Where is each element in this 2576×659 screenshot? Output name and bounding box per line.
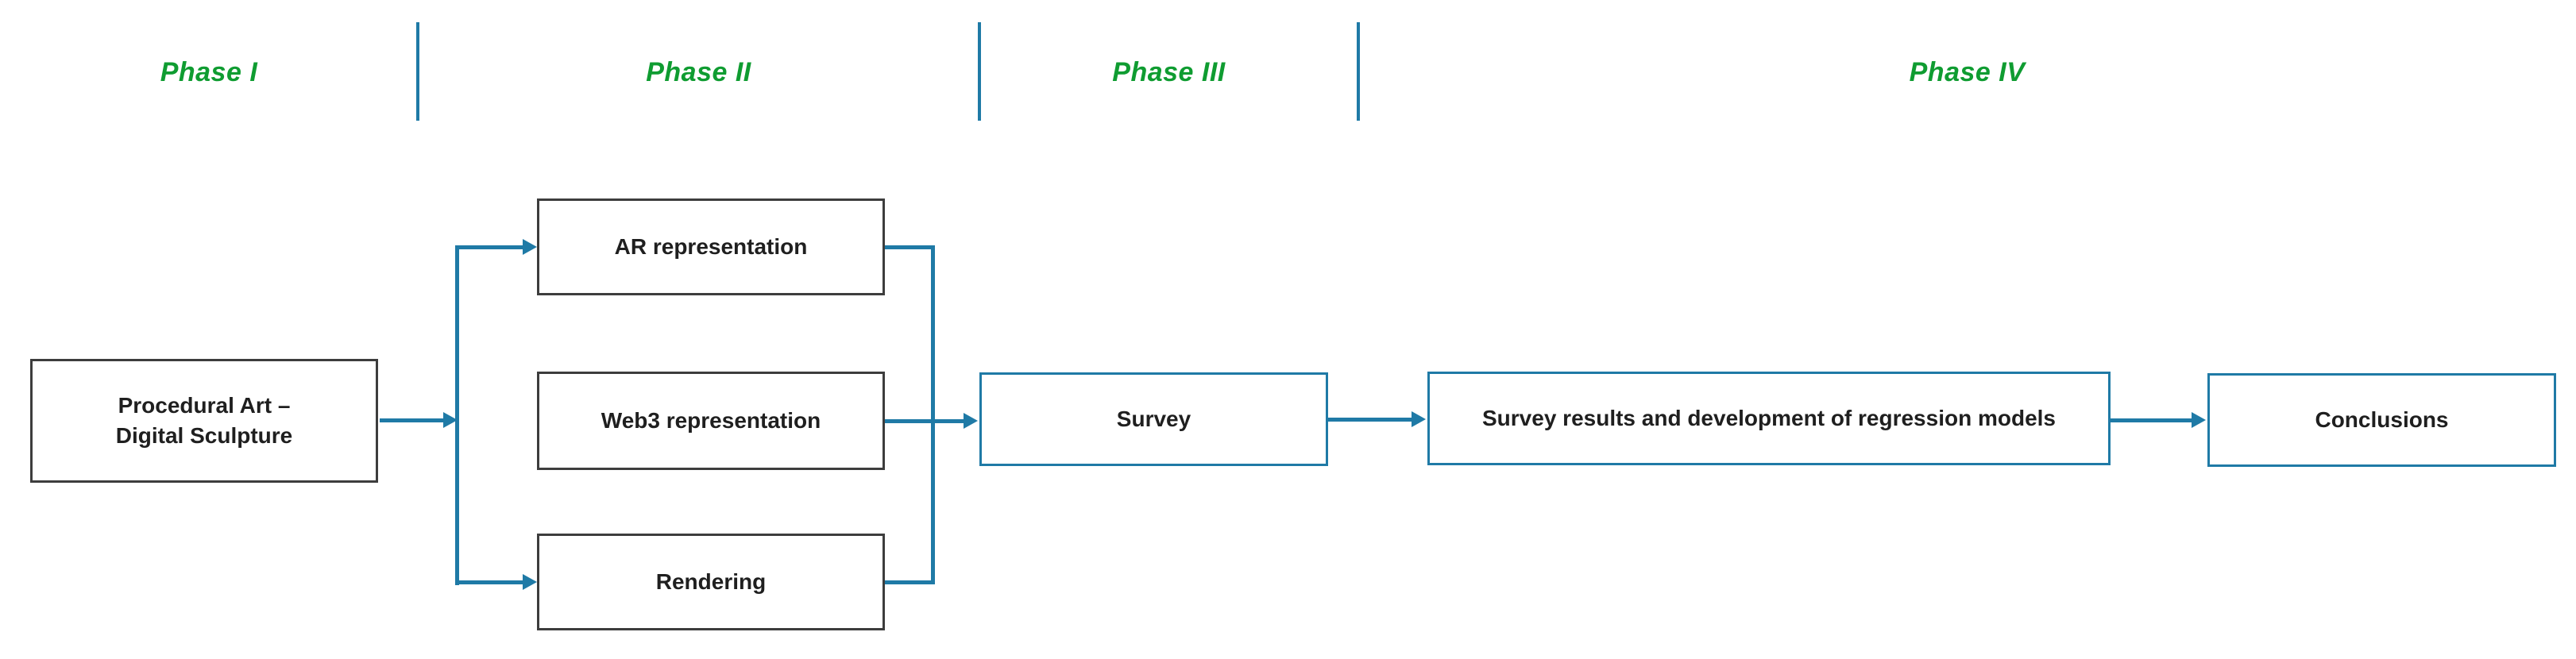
node-label: Survey	[1116, 407, 1191, 432]
node-label: Survey results and development of regres…	[1482, 406, 2056, 431]
node-label: Rendering	[655, 569, 767, 595]
arrowhead-icon	[964, 413, 978, 429]
arrowhead-icon	[2192, 412, 2206, 428]
collector-vertical-line	[931, 245, 935, 584]
node-label: Procedural Art – Digital Sculpture	[115, 393, 293, 448]
node-survey-results: Survey results and development of regres…	[1427, 372, 2111, 465]
arrow-web3-to-survey	[885, 419, 965, 423]
node-label: Web3 representation	[601, 408, 821, 434]
phase-divider-3	[1357, 22, 1360, 121]
arrow-procedural-to-branch	[380, 418, 445, 422]
arrow-results-to-conclusions	[2111, 418, 2193, 422]
node-label: AR representation	[614, 234, 808, 260]
phase-divider-2	[978, 22, 981, 121]
branch-vertical-line	[455, 245, 459, 585]
node-label: Conclusions	[2315, 407, 2449, 433]
node-survey: Survey	[979, 372, 1328, 466]
node-procedural-art: Procedural Art – Digital Sculpture	[30, 359, 378, 483]
arrowhead-icon	[1412, 411, 1426, 427]
node-conclusions: Conclusions	[2207, 373, 2556, 467]
line-ar-to-collector	[885, 245, 935, 249]
node-ar-representation: AR representation	[537, 198, 885, 295]
phase-divider-1	[416, 22, 419, 121]
arrowhead-icon	[523, 239, 537, 255]
node-web3-representation: Web3 representation	[537, 372, 885, 470]
arrow-branch-to-ar	[458, 245, 524, 249]
arrow-branch-to-rendering	[458, 580, 524, 584]
phase-1-label: Phase I	[160, 56, 258, 87]
phase-4-label: Phase IV	[1909, 56, 2026, 87]
arrow-survey-to-results	[1328, 418, 1413, 422]
line-rendering-to-collector	[885, 580, 935, 584]
arrowhead-icon	[443, 412, 458, 428]
arrowhead-icon	[523, 574, 537, 590]
phase-3-label: Phase III	[1112, 56, 1226, 87]
node-rendering: Rendering	[537, 534, 885, 630]
phase-2-label: Phase II	[646, 56, 751, 87]
